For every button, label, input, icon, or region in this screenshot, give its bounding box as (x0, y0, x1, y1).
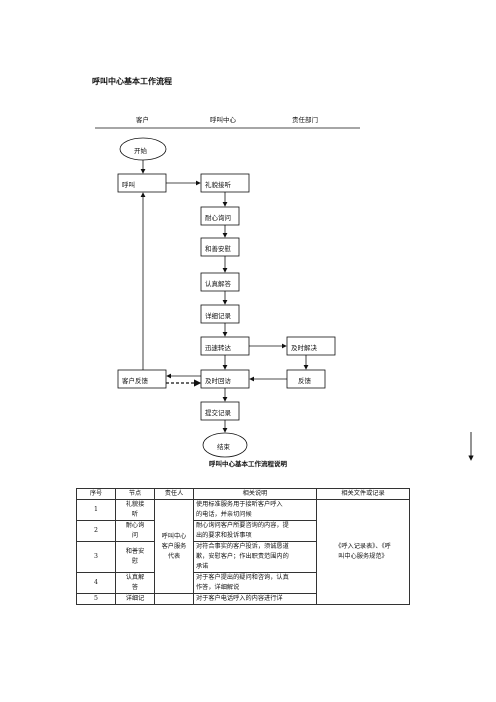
column-header-customer: 客户 (136, 116, 149, 124)
feedback-label: 反馈 (298, 377, 311, 385)
ask-label: 耐心询问 (205, 214, 231, 222)
table-row: 5 详细记 对于客户电话呼入的内容进行详 (76, 593, 410, 605)
feedback-cust-node (117, 369, 167, 389)
ask-node (200, 206, 240, 226)
column-header-call-center: 呼叫中心 (210, 116, 236, 124)
resolve-label: 及时解决 (291, 344, 317, 352)
end-label: 结束 (217, 443, 230, 451)
page-title: 呼叫中心基本工作流程 (92, 77, 172, 86)
table-row: 2 耐心询问 耐心询问客户所要咨询的内容，提出的要求和投诉事项 (76, 520, 410, 542)
th-node: 节点 (115, 488, 155, 500)
table-row: 1 礼貌接听 呼叫中心客户服务代表 使用标准服务用于接听客户呼入的电话，并亲切问… (76, 499, 410, 605)
table-row: 4 认真解答 对于客户提出的疑问和咨询，认真作答，详细解说 (76, 572, 410, 594)
table-header-row: 序号 节点 责任人 相关说明 相关文件或记录 (76, 488, 410, 500)
process-table: 序号 节点 责任人 相关说明 相关文件或记录 1 礼貌接听 呼叫中心客户服务代表… (76, 488, 410, 605)
th-responsible: 责任人 (154, 488, 194, 500)
call-label: 呼叫 (122, 181, 135, 189)
greet-label: 礼貌接听 (205, 181, 231, 189)
comfort-label: 和善安慰 (205, 245, 231, 253)
th-desc: 相关说明 (193, 488, 317, 500)
th-files: 相关文件或记录 (316, 488, 410, 500)
responsible-cell: 呼叫中心客户服务代表 (154, 499, 194, 594)
comfort-node (200, 237, 240, 257)
end-node (202, 432, 248, 458)
record-label: 详细记录 (205, 312, 231, 320)
start-label: 开始 (134, 147, 147, 155)
resolve-node (286, 336, 336, 356)
table-row: 3 和善安慰 对符合事实的客户投诉，须诚恳道歉，安慰客户；作出职责范围内的承诺 (76, 541, 410, 573)
record-node (200, 304, 240, 324)
table-title: 呼叫中心基本工作流程说明 (209, 460, 287, 468)
feedback-cust-label: 客户反馈 (122, 377, 148, 385)
th-no: 序号 (76, 488, 116, 500)
answer-node (200, 272, 240, 292)
submit-label: 提交记录 (205, 409, 231, 417)
submit-node (200, 401, 240, 421)
column-header-department: 责任部门 (292, 116, 318, 124)
revisit-label: 及时回访 (205, 377, 231, 385)
files-cell: 《呼入记录表》、《呼叫中心服务规范》 (316, 499, 410, 605)
answer-label: 认真解答 (205, 280, 231, 288)
transfer-label: 迅速转达 (205, 344, 231, 352)
